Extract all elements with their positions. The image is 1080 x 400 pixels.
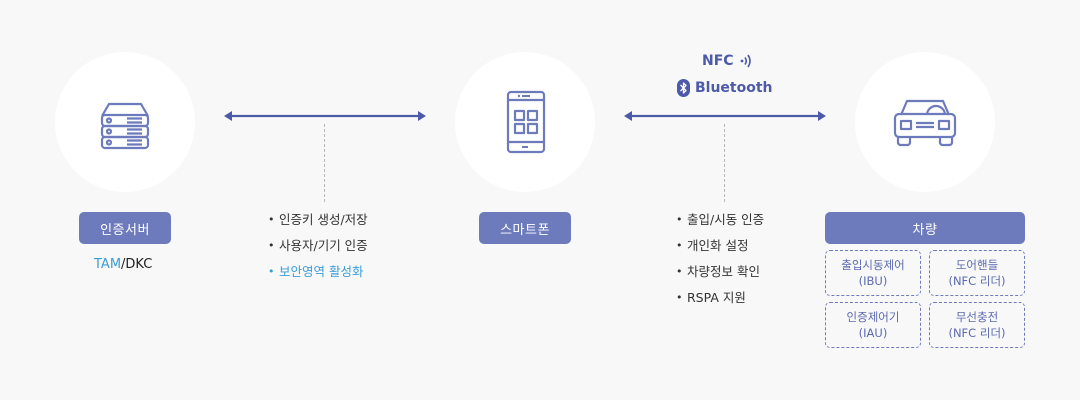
feature-item: 출입/시동 인증 [676, 213, 764, 239]
server-subtitle-dkc: /DKC [121, 257, 153, 272]
car-icon [893, 99, 957, 147]
phone-vehicle-connector [724, 124, 725, 202]
vehicle-label: 차량 [825, 212, 1025, 244]
server-label: 인증서버 [79, 212, 171, 244]
arrowhead-left-icon [624, 111, 632, 121]
phone-label: 스마트폰 [479, 212, 571, 244]
server-phone-arrow [224, 111, 426, 121]
bluetooth-icon [677, 79, 690, 97]
component-name: 출입시동제어 [841, 258, 905, 272]
server-phone-connector [324, 124, 325, 202]
protocol-bluetooth-label: Bluetooth [695, 80, 773, 96]
vehicle-component-wireless-charging: 무선충전 (NFC 리더) [929, 302, 1025, 348]
vehicle-component-door-handle: 도어핸들 (NFC 리더) [929, 250, 1025, 296]
arrowhead-right-icon [418, 111, 426, 121]
component-name: 인증제어기 [846, 310, 900, 324]
component-name: 무선충전 [955, 310, 999, 324]
component-detail: (IAU) [858, 326, 888, 340]
arrowhead-right-icon [818, 111, 826, 121]
phone-vehicle-features: 출입/시동 인증 개인화 설정 차량정보 확인 RSPA 지원 [676, 213, 764, 317]
nfc-signal-icon [740, 54, 751, 68]
server-phone-features: 인증키 생성/저장 사용자/기기 인증 보안영역 활성화 [268, 213, 368, 291]
feature-item: 사용자/기기 인증 [268, 239, 368, 265]
phone-node-circle [455, 52, 595, 192]
component-detail: (NFC 리더) [948, 326, 1006, 340]
protocol-nfc-label: NFC [702, 53, 734, 69]
protocol-nfc: NFC [702, 53, 753, 69]
component-detail: (IBU) [858, 274, 888, 288]
vehicle-component-iau: 인증제어기 (IAU) [825, 302, 921, 348]
server-subtitle: TAM/DKC [94, 257, 152, 272]
feature-item: 인증키 생성/저장 [268, 213, 368, 239]
server-stack-icon [100, 102, 150, 150]
component-detail: (NFC 리더) [948, 274, 1006, 288]
server-node-circle [55, 52, 195, 192]
feature-item: RSPA 지원 [676, 291, 764, 317]
feature-item-highlight: 보안영역 활성화 [268, 265, 368, 291]
vehicle-node-circle [855, 52, 995, 192]
server-subtitle-tam: TAM [94, 257, 122, 272]
arrowhead-left-icon [224, 111, 232, 121]
phone-vehicle-arrow [624, 111, 826, 121]
feature-item: 개인화 설정 [676, 239, 764, 265]
smartphone-icon [506, 90, 546, 154]
component-name: 도어핸들 [955, 258, 999, 272]
protocol-bluetooth: Bluetooth [677, 79, 773, 97]
feature-item: 차량정보 확인 [676, 265, 764, 291]
vehicle-component-ibu: 출입시동제어 (IBU) [825, 250, 921, 296]
